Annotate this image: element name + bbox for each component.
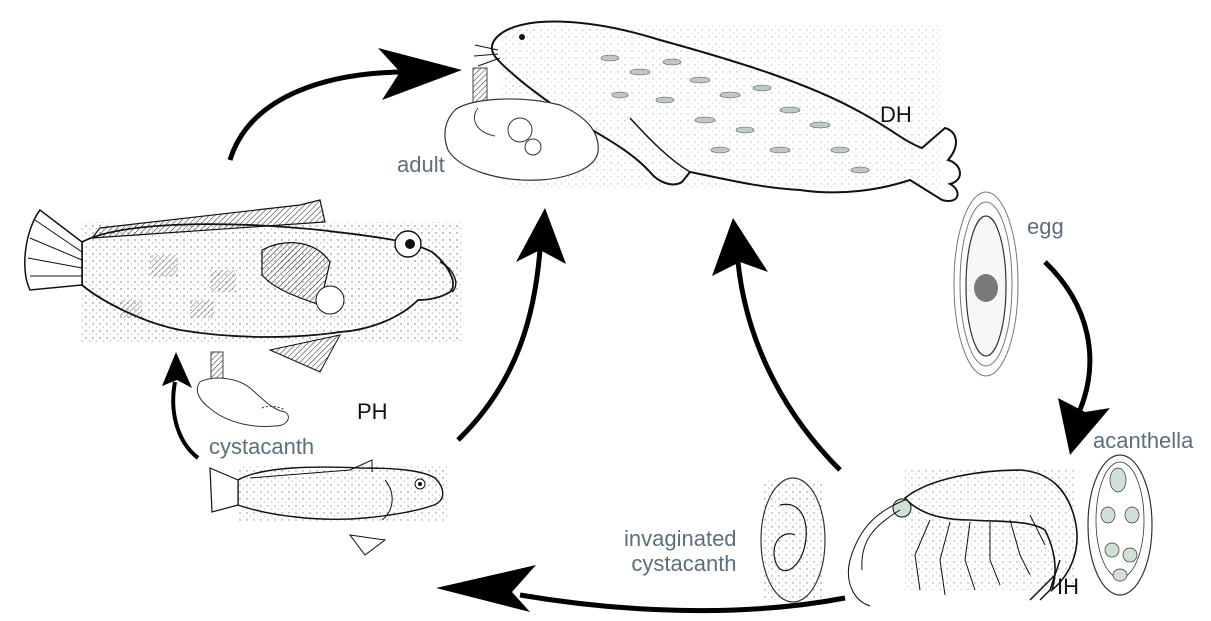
egg-icon bbox=[954, 192, 1018, 376]
intermediate-host-label: IH bbox=[1057, 576, 1079, 598]
invaginated-cystacanth-label: invaginated cystacanth bbox=[624, 527, 737, 576]
arrow-egg-to-amphipod bbox=[1045, 262, 1110, 455]
arrow-small-fish-to-large-fish bbox=[162, 352, 198, 458]
arrow-fish-to-seal bbox=[230, 48, 462, 160]
invaginated-label-line2: cystacanth bbox=[624, 552, 737, 577]
invaginated-cystacanth-icon bbox=[761, 478, 825, 602]
egg-label: egg bbox=[1027, 216, 1064, 238]
arrow-small-fish-to-seal bbox=[458, 208, 566, 440]
cystacanth-label: cystacanth bbox=[209, 436, 314, 458]
acanthella-label: acanthella bbox=[1093, 430, 1193, 452]
paratenic-host-label: PH bbox=[357, 401, 388, 423]
adult-label: adult bbox=[397, 154, 445, 176]
small-fish-icon bbox=[210, 460, 448, 555]
amphipod-icon bbox=[848, 470, 1077, 606]
arrow-amphipod-to-seal bbox=[712, 218, 840, 470]
cystacanth-icon bbox=[197, 352, 288, 426]
acanthella-icon bbox=[1088, 455, 1152, 595]
large-fish-icon bbox=[25, 200, 462, 372]
definitive-host-label: DH bbox=[880, 104, 912, 126]
invaginated-label-line1: invaginated bbox=[624, 527, 737, 552]
